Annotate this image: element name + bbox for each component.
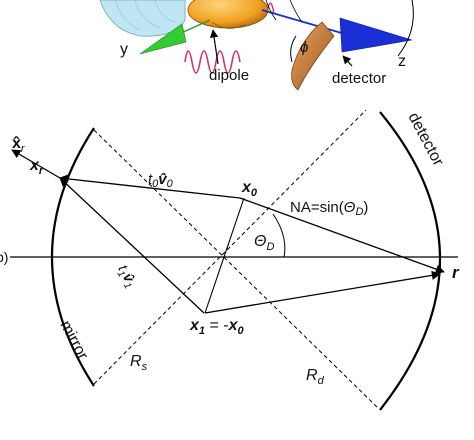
phi-label: ϕ xyxy=(300,39,308,56)
axis-y-label: y xyxy=(120,41,128,58)
mirror-arc xyxy=(50,127,95,387)
y-axis-arrow xyxy=(139,23,187,55)
dipole-axis xyxy=(204,197,245,314)
r-label: r xyxy=(452,263,460,282)
rd-label: Rd xyxy=(306,367,325,387)
dipole-label: dipole xyxy=(209,67,249,84)
x0-label: x0 xyxy=(241,179,258,199)
emission-wave xyxy=(184,50,241,74)
na-label: NA=sin(ΘD) xyxy=(290,199,368,218)
dashed-line-lower xyxy=(93,109,367,385)
detector-top-label: detector xyxy=(332,70,386,87)
rs-label: Rs xyxy=(130,353,148,373)
detector-patch xyxy=(291,21,335,91)
ray-t0v0 xyxy=(59,174,241,199)
xr-hat-arrow xyxy=(11,149,61,179)
detector-bottom-label: detector xyxy=(404,110,446,170)
detector-arc xyxy=(379,111,441,411)
panel-tag: b) xyxy=(0,249,8,265)
axis-z-label: z xyxy=(398,53,406,70)
xr-label: xr xyxy=(29,157,44,177)
mirror-label: mirror xyxy=(56,318,91,363)
xr-hat-label: x̂r xyxy=(12,135,26,155)
z-axis-arrow xyxy=(339,17,413,53)
ray-t1v1 xyxy=(59,177,205,314)
t1v1-label: t1v̂1 xyxy=(113,262,140,291)
ray-x1-to-r xyxy=(204,270,441,314)
theta-d-arc xyxy=(272,213,286,258)
radiation-lobe xyxy=(99,0,186,37)
t0v0-label: t0v̂0 xyxy=(148,171,174,190)
ray-to-detector xyxy=(239,197,445,274)
theta-d-label: ΘD xyxy=(254,233,274,253)
bottom-panel: x̂r xr t0v̂0 x0 NA=sin(ΘD) ΘD r b) t1v̂1… xyxy=(0,109,460,411)
x1-label: x1 = -x0 xyxy=(189,317,245,337)
dashed-line-upper xyxy=(93,129,379,409)
top-panel: y z ϕ dipole detector xyxy=(99,0,414,91)
